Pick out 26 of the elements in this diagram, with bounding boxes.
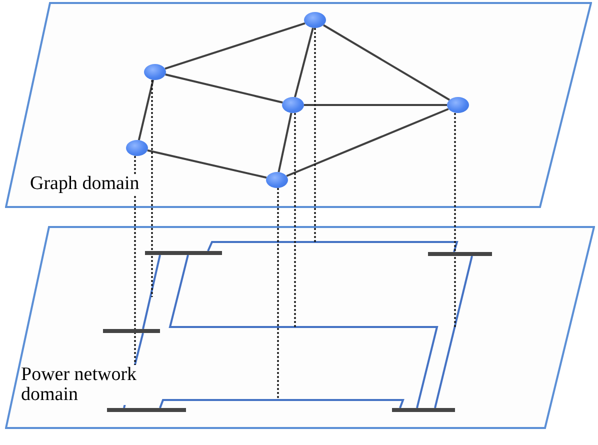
bus-bar bbox=[392, 408, 455, 412]
bus-bar bbox=[145, 251, 222, 255]
projection-line bbox=[314, 28, 316, 242]
projection-line bbox=[134, 156, 136, 368]
domain-label: Graph domain bbox=[30, 174, 140, 194]
graph-edge bbox=[286, 108, 449, 177]
graph-edge bbox=[164, 22, 306, 70]
projection-line bbox=[454, 113, 456, 327]
graph-edge bbox=[165, 74, 283, 104]
graph-edge bbox=[294, 28, 314, 98]
power-line bbox=[159, 399, 404, 408]
power-line bbox=[207, 241, 458, 252]
projection-line bbox=[151, 80, 153, 297]
power-line bbox=[434, 256, 473, 408]
projection-line bbox=[294, 113, 296, 327]
graph-edge bbox=[304, 104, 447, 106]
bus-bar bbox=[428, 252, 492, 256]
projection-line bbox=[277, 188, 279, 400]
power-line bbox=[142, 254, 161, 330]
graph-edge bbox=[138, 80, 154, 140]
bus-bar bbox=[107, 408, 186, 412]
graph-edge bbox=[323, 24, 450, 101]
graph-edge bbox=[278, 112, 292, 172]
graph-edge bbox=[147, 149, 267, 179]
power-line bbox=[168, 254, 438, 408]
bus-bar bbox=[103, 329, 160, 333]
